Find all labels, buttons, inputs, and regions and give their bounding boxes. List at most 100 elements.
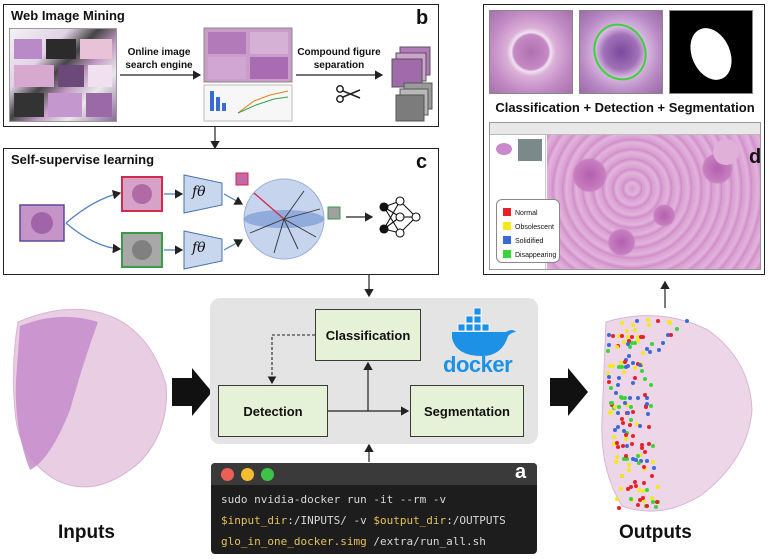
output-arrow (550, 368, 588, 416)
glomerulus-marker (611, 435, 616, 440)
terminal-line-1: sudo nvidia-docker run -it --rm -v (221, 493, 446, 506)
glomerulus-marker (639, 368, 644, 373)
glomerulus-marker (674, 327, 679, 332)
glomerulus-patch (489, 10, 573, 94)
glomerulus-marker (654, 500, 659, 504)
glomerulus-marker (645, 318, 650, 322)
glomerulus-marker (651, 444, 656, 449)
image-file: glo_in_one_docker.simg (221, 535, 374, 548)
terminal-titlebar (211, 463, 537, 485)
glomerulus-marker (632, 480, 637, 485)
glomerulus-marker (620, 334, 625, 339)
glomerulus-marker (606, 343, 611, 348)
glomerulus-marker (638, 452, 643, 457)
glomerulus-marker (650, 495, 655, 500)
glomerulus-marker (656, 347, 661, 352)
glomerulus-marker (643, 449, 648, 454)
glomerulus-marker (625, 411, 630, 416)
panel-results: Classification + Detection + Segmentatio… (483, 4, 765, 275)
glomerulus-marker (609, 400, 614, 405)
glomerulus-marker (642, 481, 647, 486)
thumb-tile (14, 93, 44, 117)
panel-c-label: c (416, 151, 428, 173)
glomerulus-marker (624, 444, 629, 449)
docker-logo-text: docker (443, 352, 513, 377)
glomerulus-marker (619, 417, 624, 422)
search-results-thumbnail (9, 28, 117, 122)
thumb-tile (86, 93, 112, 117)
glomerulus-marker (641, 464, 646, 469)
glomerulus-marker (607, 333, 612, 338)
glomerulus-marker (644, 401, 649, 406)
glomerulus-marker (621, 444, 626, 449)
glomerulus-marker (620, 474, 625, 479)
glomerulus-marker (607, 375, 612, 380)
glomerulus-marker (616, 410, 621, 415)
glomerulus-marker (630, 442, 635, 447)
glomerulus-marker (622, 456, 627, 461)
glomerulus-marker (629, 334, 634, 339)
glomerulus-detection-patch (579, 10, 663, 94)
glomerulus-marker (630, 410, 635, 415)
glomerulus-marker (644, 404, 649, 409)
maximize-dot-icon (261, 468, 274, 481)
glomerulus-marker (624, 432, 629, 437)
glomerulus-marker (685, 318, 690, 323)
glomerulus-marker (646, 442, 651, 447)
glomerulus-marker (613, 460, 618, 465)
glomerulus-marker (636, 395, 640, 400)
panel-b-label: b (416, 7, 429, 29)
glomerulus-marker (640, 488, 645, 493)
glomerulus-marker (643, 392, 647, 397)
glomerulus-marker (629, 341, 634, 346)
separation-caption: Compound figure separation (297, 47, 381, 71)
glomerulus-marker (648, 350, 653, 354)
glomerulus-marker (617, 334, 621, 338)
glomerulus-marker (655, 484, 660, 489)
encoder-label-bottom: fθ (192, 240, 206, 256)
glomerulus-marker (639, 443, 644, 448)
encoder-label-top: fθ (192, 184, 206, 200)
output-dir-var: $output_dir (373, 514, 447, 527)
glomerulus-marker (618, 487, 623, 492)
glomerulus-marker (635, 503, 640, 508)
glomerulus-marker (611, 364, 616, 369)
viewer-screenshot: Normal Obsolescent Solidified Disappeari… (489, 122, 761, 270)
glomerulus-marker (620, 321, 625, 326)
glomerulus-marker (648, 404, 653, 409)
glomerulus-marker (625, 456, 630, 461)
glomerulus-marker (647, 323, 652, 328)
scissors-icon (336, 85, 361, 103)
legend-item-solidified: Solidified (503, 236, 543, 245)
glomerulus-marker (627, 423, 632, 428)
thumb-tile (80, 39, 112, 59)
glomerulus-marker (631, 433, 636, 438)
glomerulus-marker (621, 369, 626, 374)
panel-b-title: Web Image Mining (11, 8, 125, 23)
glomerulus-marker (614, 440, 619, 445)
glomerulus-marker (626, 467, 631, 472)
glomerulus-marker (630, 457, 635, 462)
glomerulus-marker (668, 321, 673, 326)
glomerulus-marker (624, 328, 629, 333)
glomerulus-marker (624, 454, 629, 459)
glomerulus-marker (656, 318, 661, 323)
input-arrow (172, 368, 212, 416)
glomerulus-marker (642, 498, 647, 503)
glomerulus-marker (614, 345, 619, 349)
glomerulus-marker (612, 428, 617, 433)
thumb-tile (58, 65, 84, 87)
neural-network-icon (379, 196, 421, 238)
glomerulus-marker (619, 361, 624, 365)
segmentation-box: Segmentation (410, 385, 524, 437)
thumb-tile (14, 65, 54, 87)
legend-item-obsolescent: Obsolescent (503, 222, 554, 231)
glomerulus-marker (669, 333, 674, 337)
terminal-line-2-end: :/OUTPUTS (446, 514, 506, 527)
glomerulus-marker (608, 363, 613, 368)
glomerulus-marker (622, 400, 627, 405)
glomerulus-marker (622, 429, 627, 433)
panel-self-supervised: Self-supervise learning c (3, 148, 439, 275)
